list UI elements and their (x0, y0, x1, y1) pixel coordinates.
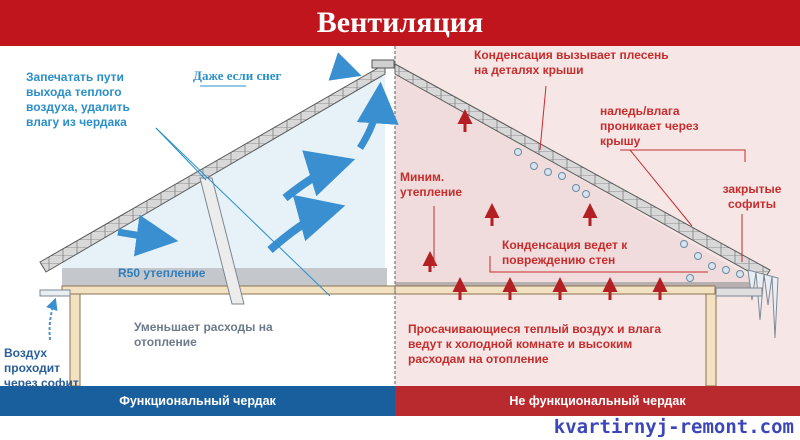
heat-arrows (422, 109, 668, 300)
drop (686, 274, 694, 282)
ridge-vent (371, 59, 395, 69)
drop (544, 168, 552, 176)
exhaust-arrow (328, 52, 362, 81)
label-ice-moisture: наледь/влага проникает через крышу (600, 104, 699, 148)
airflow-arrow-low (267, 194, 346, 254)
right-footer-caption: Не функциональный чердак (509, 394, 686, 408)
drop (680, 240, 688, 248)
leader-seal-2 (155, 127, 331, 297)
title-band (0, 0, 800, 46)
drop (530, 162, 538, 170)
left-soffit (39, 289, 71, 297)
leader-mold (539, 85, 547, 151)
label-wall-damage: Конденсация ведет к повреждению стен (502, 238, 628, 267)
drop (694, 252, 702, 260)
airflow-arrow-high (356, 81, 399, 150)
label-soffit-air: Воздух проходит через софит (4, 346, 79, 390)
leader-ice-b (629, 149, 693, 227)
left-roof (39, 63, 386, 273)
label-condensation-mold: Конденсация вызывает плесень на деталях … (474, 48, 669, 77)
airflow-arrow-mid (282, 150, 356, 202)
right-leaders (433, 85, 746, 273)
right-wall (705, 293, 717, 387)
left-footer-caption: Функциональный чердак (119, 394, 276, 408)
label-reduces-heating: Уменьшает расходы на отопление (134, 320, 273, 349)
drop (558, 172, 566, 180)
airflow-arrow-eave (117, 214, 179, 257)
leader-ice (620, 149, 746, 162)
right-ceiling-joist (394, 285, 716, 295)
right-soffit (715, 287, 763, 297)
icicles (747, 269, 779, 339)
leader-wall (489, 256, 708, 273)
label-seal-paths: Запечатать пути выхода теплого воздуха, … (26, 70, 130, 129)
drop (514, 148, 522, 156)
drop (582, 190, 590, 198)
right-attic-air (395, 72, 752, 290)
label-r50-insulation: R50 утепление (118, 266, 206, 280)
drop (572, 184, 580, 192)
drop (722, 266, 730, 274)
label-closed-soffits: закрытые софиты (722, 182, 782, 211)
right-roof (394, 63, 771, 281)
label-even-snow: Даже если снег (193, 68, 282, 83)
label-warm-air-leak: Просачивающиеся теплый воздух и влага ве… (408, 322, 662, 366)
drop (708, 262, 716, 270)
left-footer-band (0, 386, 395, 416)
soffit-intake-arrow (46, 297, 58, 341)
site-watermark: kvartirnyj-remont.com (553, 416, 794, 438)
right-footer-band (395, 386, 800, 416)
condensation-drops (514, 148, 744, 282)
drop (736, 270, 744, 278)
label-min-insulation: Миним. утепление (400, 170, 463, 199)
page-title: Вентиляция (316, 6, 484, 39)
